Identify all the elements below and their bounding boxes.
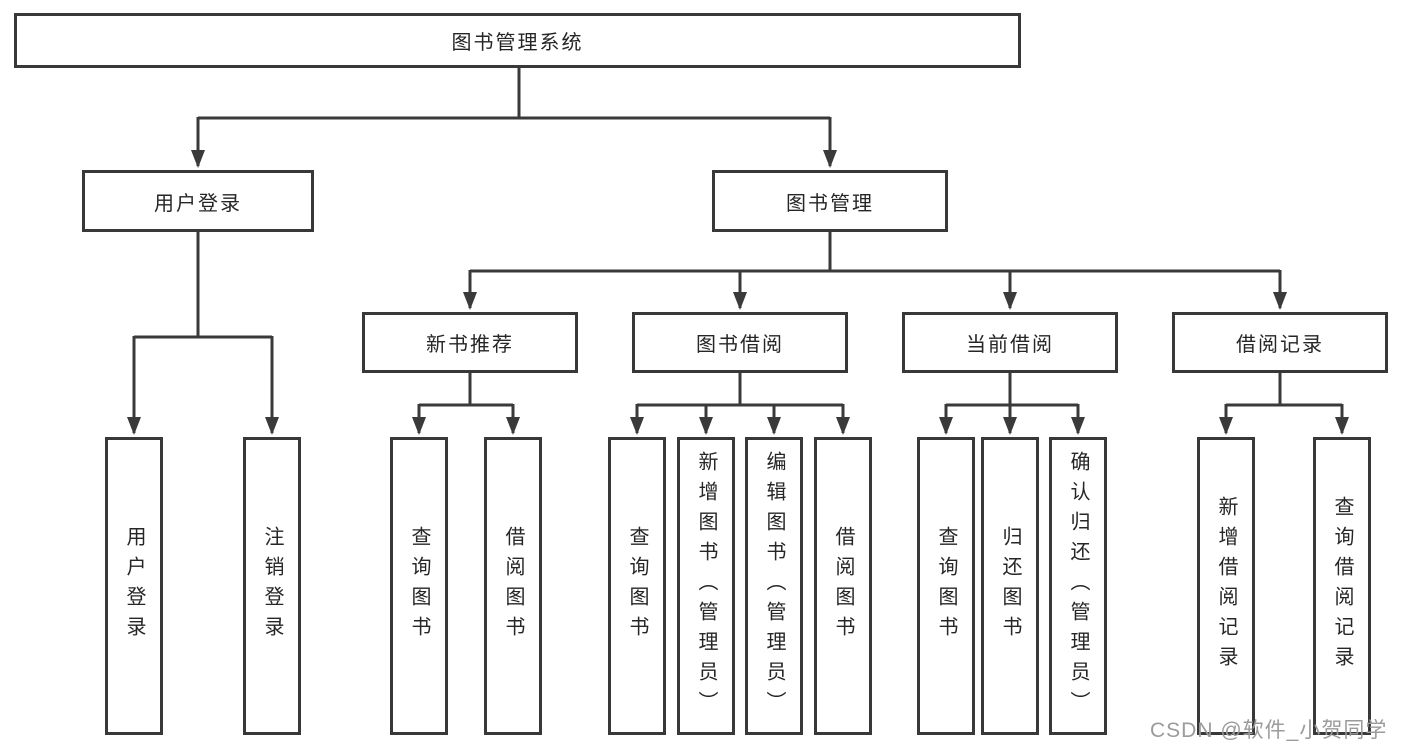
node-book-borrowing: 图书借阅 [632,312,848,373]
leaf-borrow-books: 借阅图书 [814,437,872,735]
node-user-login: 用户登录 [82,170,314,232]
edge-book-mgmt-children [463,232,1287,310]
node-borrowing-records: 借阅记录 [1172,312,1388,373]
node-book-management: 图书管理 [712,170,948,232]
node-root-library-system: 图书管理系统 [14,13,1021,68]
csdn-watermark: CSDN @软件_小贺同学 [1150,719,1388,742]
leaf-add-borrow-record: 新增借阅记录 [1197,437,1255,735]
node-current-borrowing: 当前借阅 [902,312,1118,373]
edge-borrow-records-children [1219,373,1349,435]
leaf-logout: 注销登录 [243,437,301,735]
node-new-book-recommendation: 新书推荐 [362,312,578,373]
leaf-user-login: 用户登录 [105,437,163,735]
edge-current-borrow-children [939,373,1085,435]
leaf-query-books-rec: 查询图书 [390,437,448,735]
leaf-add-books-admin: 新增图书（管理员） [677,437,735,735]
edge-user-login-children [127,232,279,435]
leaf-borrow-books-rec: 借阅图书 [484,437,542,735]
edge-book-borrow-children [630,373,850,435]
leaf-query-books-borrow: 查询图书 [608,437,666,735]
leaf-query-borrow-record: 查询借阅记录 [1313,437,1371,735]
leaf-edit-books-admin: 编辑图书（管理员） [745,437,803,735]
leaf-return-books: 归还图书 [981,437,1039,735]
leaf-query-books-current: 查询图书 [917,437,975,735]
edge-root-to-level2 [191,68,837,168]
leaf-confirm-return-admin: 确认归还（管理员） [1049,437,1107,735]
edge-new-book-rec-children [412,373,520,435]
